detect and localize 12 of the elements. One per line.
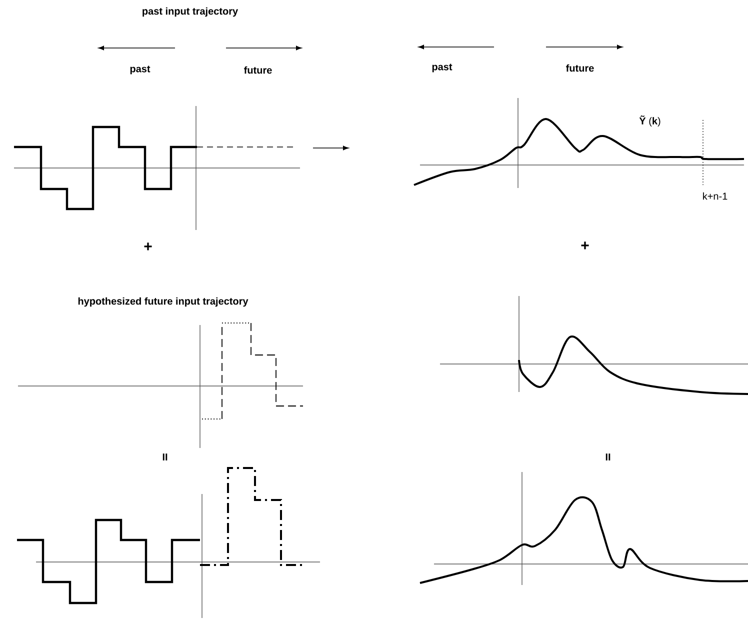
direction-label: past (130, 66, 150, 74)
heading: past input trajectory (142, 7, 238, 17)
direction-label: future (566, 64, 594, 72)
plus-sign: + (581, 242, 589, 250)
direction-label: past (432, 64, 452, 72)
time-label: k+n-1 (703, 192, 728, 200)
equals-sign: II (162, 454, 168, 460)
signal-label: Ỹ (k) (639, 116, 660, 126)
equals-sign: II (606, 454, 610, 460)
heading: hypothesized future input trajectory (78, 297, 248, 307)
plus-sign: + (144, 242, 152, 250)
direction-label: future (244, 66, 272, 74)
